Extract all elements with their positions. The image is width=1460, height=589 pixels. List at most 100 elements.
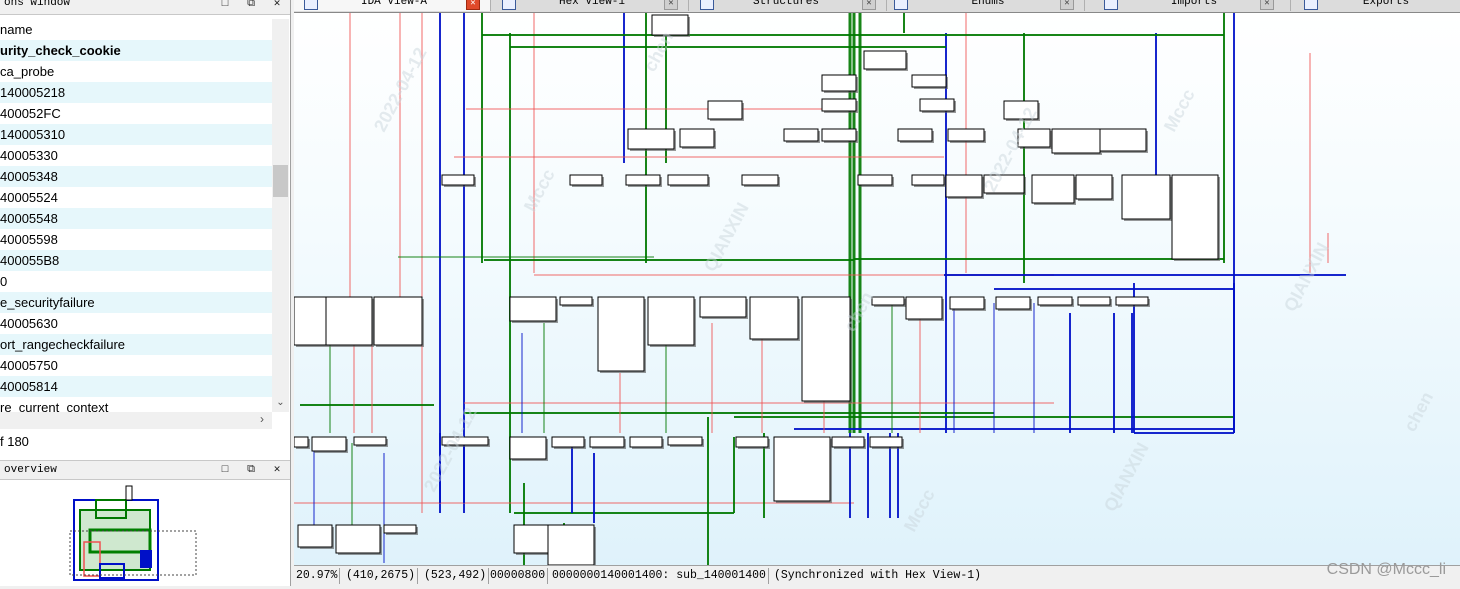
graph-node[interactable] [1099,128,1147,152]
graph-node[interactable] [1003,100,1039,120]
function-list-item[interactable]: 40005524 [0,190,58,205]
close-icon[interactable]: ✕ [273,0,281,10]
tab-structures[interactable]: Structures ✕ [690,0,887,11]
function-list-item[interactable]: urity_check_cookie [0,40,272,61]
function-list-item[interactable]: 40005330 [0,148,58,163]
graph-node[interactable] [353,436,387,446]
horizontal-scrollbar[interactable]: › [0,412,272,429]
graph-node[interactable] [821,74,857,92]
graph-overview-minimap[interactable] [0,480,290,586]
function-list-item[interactable]: 400055B8 [0,250,272,271]
function-list-item[interactable]: 40005814 [0,376,272,397]
graph-node[interactable] [741,174,779,186]
graph-node[interactable] [627,128,675,150]
graph-node[interactable] [947,128,985,142]
graph-node[interactable] [983,174,1025,194]
close-tab-icon[interactable]: ✕ [1260,0,1274,10]
function-list-item[interactable]: 40005750 [0,358,58,373]
graph-node[interactable] [383,524,417,534]
close-tab-icon[interactable]: ✕ [466,0,480,10]
graph-node[interactable] [1037,296,1073,306]
graph-node[interactable] [801,296,851,402]
tab-ida-view-a[interactable]: IDA View-A ✕ [294,0,491,11]
close-tab-icon[interactable]: ✕ [862,0,876,10]
graph-node[interactable] [597,296,645,372]
function-list-item[interactable]: 400052FC [0,106,61,121]
graph-node[interactable] [1121,174,1171,220]
graph-node[interactable] [373,296,423,346]
graph-overview[interactable] [0,480,290,586]
close-tab-icon[interactable]: ✕ [664,0,678,10]
graph-node[interactable] [647,296,695,346]
graph-node[interactable] [441,174,475,186]
graph-node[interactable] [857,174,893,186]
tab-exports[interactable]: Exports [1294,0,1460,11]
function-list-item[interactable]: 0 [0,274,8,289]
graph-node[interactable] [773,436,831,502]
graph-node[interactable] [699,296,747,318]
graph-node[interactable] [1051,128,1101,154]
graph-node[interactable] [589,436,625,448]
graph-node[interactable] [821,98,857,112]
graph-node[interactable] [897,128,933,142]
graph-node[interactable] [1077,296,1111,306]
graph-node[interactable] [569,174,603,186]
function-list-item[interactable]: ca_probe [0,64,55,79]
graph-node[interactable] [949,296,985,310]
graph-node[interactable] [1031,174,1075,204]
graph-node[interactable] [547,524,595,565]
graph-node[interactable] [509,436,547,460]
float-icon[interactable]: ⧉ [247,464,255,476]
graph-node[interactable] [749,296,799,340]
tab-enums[interactable]: Enums ✕ [888,0,1085,11]
function-list-item[interactable]: 40005630 [0,316,58,331]
graph-node[interactable] [651,14,689,36]
scroll-down-icon[interactable]: ⌄ [276,397,285,408]
graph-node[interactable] [625,174,661,186]
graph-node[interactable] [513,524,549,554]
function-list-item[interactable]: e_securityfailure [0,292,272,313]
function-list-item[interactable]: 40005598 [0,232,58,247]
graph-node[interactable] [325,296,373,346]
graph-node[interactable] [679,128,715,148]
graph-node[interactable] [735,436,769,448]
float-icon[interactable]: ⧉ [247,0,255,10]
graph-node[interactable] [509,296,557,322]
graph-node[interactable] [551,436,585,448]
function-list-item[interactable]: ort_rangecheckfailure [0,334,272,355]
graph-node[interactable] [1115,296,1149,306]
scroll-right-icon[interactable]: › [260,412,264,426]
graph-node[interactable] [667,436,703,446]
graph-node[interactable] [869,436,903,448]
graph-node[interactable] [995,296,1031,310]
close-icon[interactable]: ✕ [273,464,281,476]
restore-icon[interactable]: □ [221,0,229,10]
graph-node[interactable] [783,128,819,142]
vertical-scrollbar[interactable]: ⌄ [272,19,289,412]
graph-node[interactable] [831,436,865,448]
graph-node[interactable] [297,524,333,548]
graph-node[interactable] [311,436,347,452]
column-header-name[interactable]: name [0,22,33,37]
graph-node[interactable] [667,174,709,186]
graph-node[interactable] [629,436,663,448]
function-list-item[interactable]: 40005548 [0,208,272,229]
graph-node[interactable] [821,128,857,142]
graph-node[interactable] [905,296,943,320]
graph-node[interactable] [294,296,327,346]
function-list-item[interactable]: 140005218 [0,82,272,103]
graph-node[interactable] [871,296,905,306]
graph-node[interactable] [294,436,309,448]
close-tab-icon[interactable]: ✕ [1060,0,1074,10]
function-list-item[interactable]: 140005310 [0,124,272,145]
graph-node[interactable] [335,524,381,554]
graph-node[interactable] [945,174,983,198]
function-list-item[interactable]: re_current_context [0,400,109,412]
graph-node[interactable] [441,436,489,446]
graph-node[interactable] [1171,174,1219,260]
graph-node[interactable] [559,296,593,306]
graph-node[interactable] [911,174,945,186]
graph-node[interactable] [707,100,743,120]
